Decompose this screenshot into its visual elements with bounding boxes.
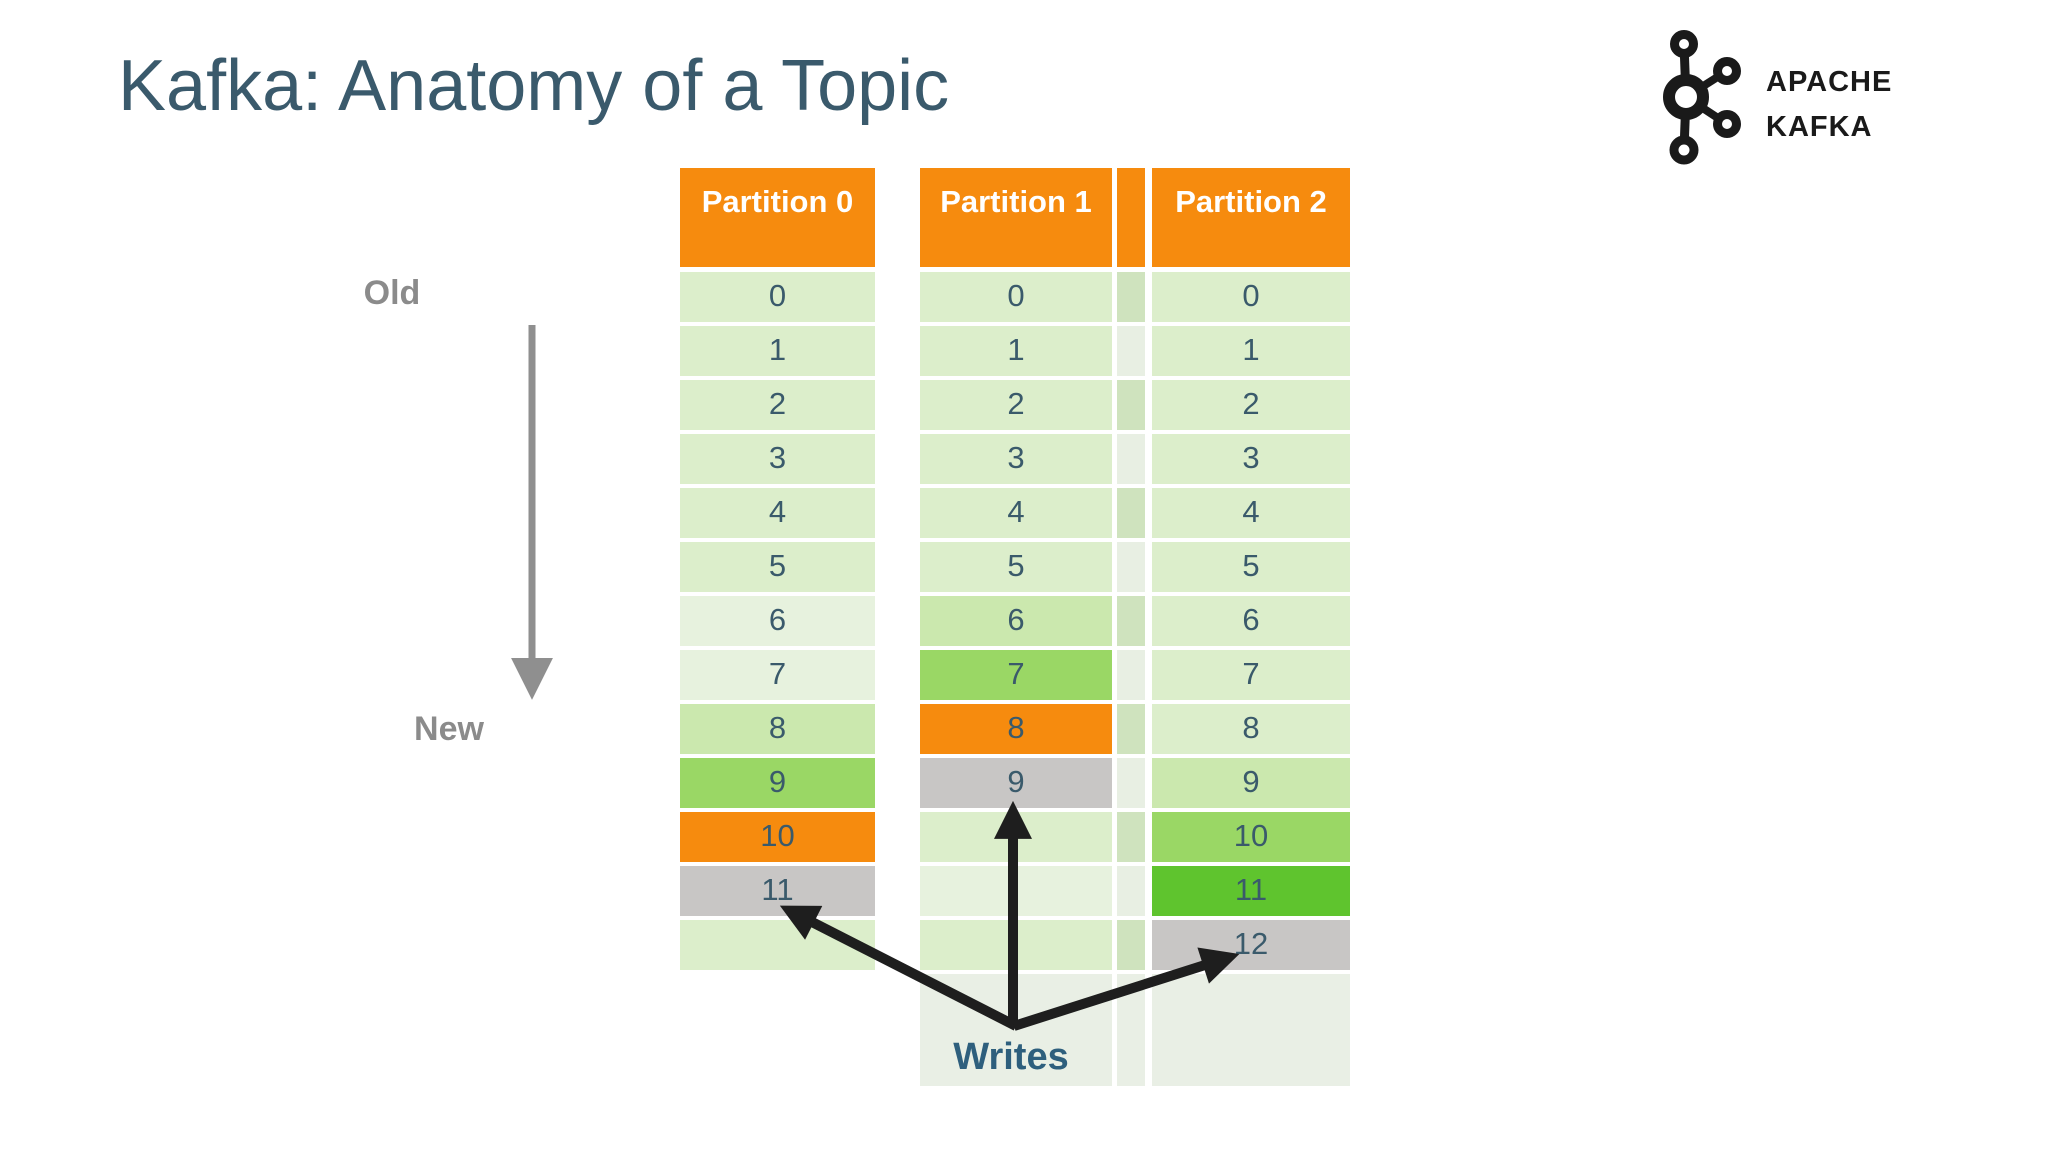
- partition-cell: 0: [680, 272, 875, 322]
- partition-cell: [1117, 812, 1145, 862]
- page-title: Kafka: Anatomy of a Topic: [118, 46, 950, 126]
- partition-cell: 2: [920, 380, 1112, 430]
- partition-cell: 11: [680, 866, 875, 916]
- partition-cell: [1152, 974, 1350, 1086]
- partition-cell: 9: [1152, 758, 1350, 808]
- partition-cell: 4: [1152, 488, 1350, 538]
- partition-cell: 7: [920, 650, 1112, 700]
- partition-cell: 0: [920, 272, 1112, 322]
- partition-cell: 7: [680, 650, 875, 700]
- partition-cell: 1: [920, 326, 1112, 376]
- partition-header: Partition 1: [920, 168, 1112, 267]
- partition-cell: 3: [1152, 434, 1350, 484]
- partition-header: Partition 0: [680, 168, 875, 267]
- partition-cell: [1117, 866, 1145, 916]
- partition-cell: [1117, 704, 1145, 754]
- partition-cell: 2: [1152, 380, 1350, 430]
- partition-cell: 9: [920, 758, 1112, 808]
- partition-cell: 2: [680, 380, 875, 430]
- kafka-logo-wordmark: APACHE KAFKA: [1766, 60, 1892, 150]
- partition-cell: [1117, 380, 1145, 430]
- partition-cell: [920, 866, 1112, 916]
- partition-cell: 3: [920, 434, 1112, 484]
- partition-cell: 5: [1152, 542, 1350, 592]
- partition-cell: 6: [1152, 596, 1350, 646]
- partition-cell: 11: [1152, 866, 1350, 916]
- partition-cell: 5: [680, 542, 875, 592]
- logo-word-kafka: KAFKA: [1766, 111, 1873, 143]
- partition-cell: 7: [1152, 650, 1350, 700]
- partition-cell: [1117, 272, 1145, 322]
- partition-header: [1117, 168, 1145, 267]
- writes-label: Writes: [953, 1036, 1069, 1078]
- partition-cell: [1117, 596, 1145, 646]
- partition-cell: [1117, 920, 1145, 970]
- new-label: New: [414, 710, 484, 748]
- partition-cell: [680, 920, 875, 970]
- partition-cell: 1: [1152, 326, 1350, 376]
- partition-cell: [1117, 326, 1145, 376]
- partition-cell: [1117, 434, 1145, 484]
- partition-cell: 8: [680, 704, 875, 754]
- partition-cell: 4: [680, 488, 875, 538]
- partition-cell: 6: [920, 596, 1112, 646]
- partition-cell: [920, 920, 1112, 970]
- partition-cell: 0: [1152, 272, 1350, 322]
- logo-word-apache: APACHE: [1766, 66, 1893, 98]
- partition-cell: 8: [1152, 704, 1350, 754]
- partition-cell: 12: [1152, 920, 1350, 970]
- kafka-logo-icon: [1663, 30, 1741, 165]
- partition-cell: [1117, 758, 1145, 808]
- partition-cell: [1117, 974, 1145, 1086]
- partition-cell: 4: [920, 488, 1112, 538]
- partition-cell: [1117, 650, 1145, 700]
- column-spacer: [1117, 168, 1145, 1090]
- old-label: Old: [363, 274, 421, 312]
- partition-cell: 10: [680, 812, 875, 862]
- partition-cell: 5: [920, 542, 1112, 592]
- partition-cell: 8: [920, 704, 1112, 754]
- partition-cell: 10: [1152, 812, 1350, 862]
- partition-cell: [920, 812, 1112, 862]
- partition-cell: [1117, 488, 1145, 538]
- partition-cell: 3: [680, 434, 875, 484]
- partition-header: Partition 2: [1152, 168, 1350, 267]
- partition-cell: 9: [680, 758, 875, 808]
- partition-cell: 1: [680, 326, 875, 376]
- partition-cell: 6: [680, 596, 875, 646]
- partition-cell: [1117, 542, 1145, 592]
